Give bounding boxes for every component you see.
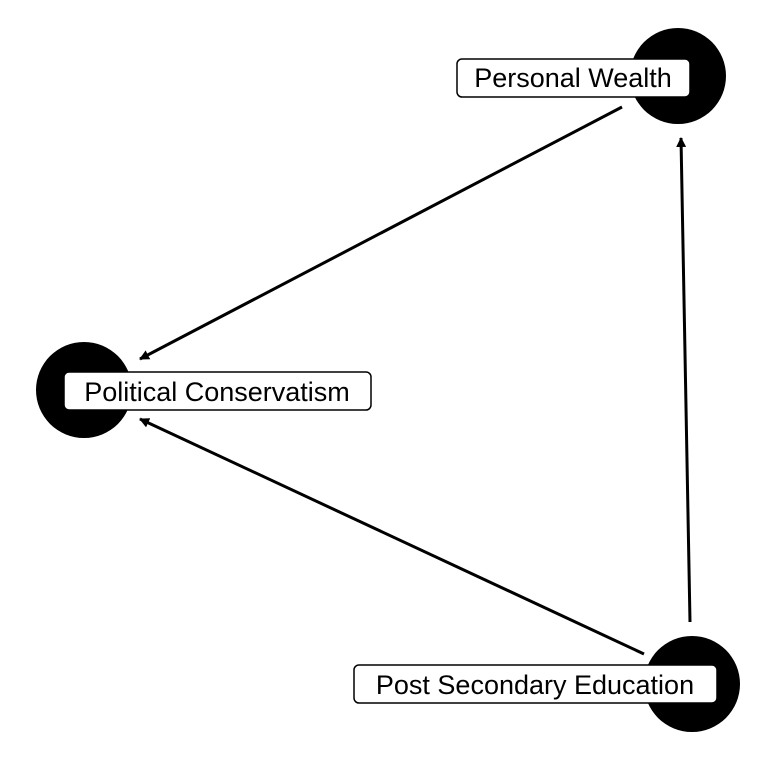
label-box-education	[353, 664, 718, 704]
node-label-education: Post Secondary Education	[353, 664, 718, 704]
node-label-conservatism: Political Conservatism	[63, 371, 372, 411]
labels: Personal Wealth Political Conservatism P…	[63, 58, 718, 704]
label-text-conservatism: Political Conservatism	[84, 377, 350, 407]
edge-education-to-wealth	[676, 137, 692, 623]
label-box-wealth	[456, 58, 691, 98]
edges	[139, 105, 692, 656]
edge-wealth-to-conservatism	[139, 105, 623, 361]
edge-education-to-conservatism	[139, 417, 645, 656]
label-text-education: Post Secondary Education	[376, 670, 694, 700]
label-box-conservatism	[63, 371, 372, 411]
label-text-wealth: Personal Wealth	[474, 63, 672, 93]
node-label-wealth: Personal Wealth	[456, 58, 691, 98]
